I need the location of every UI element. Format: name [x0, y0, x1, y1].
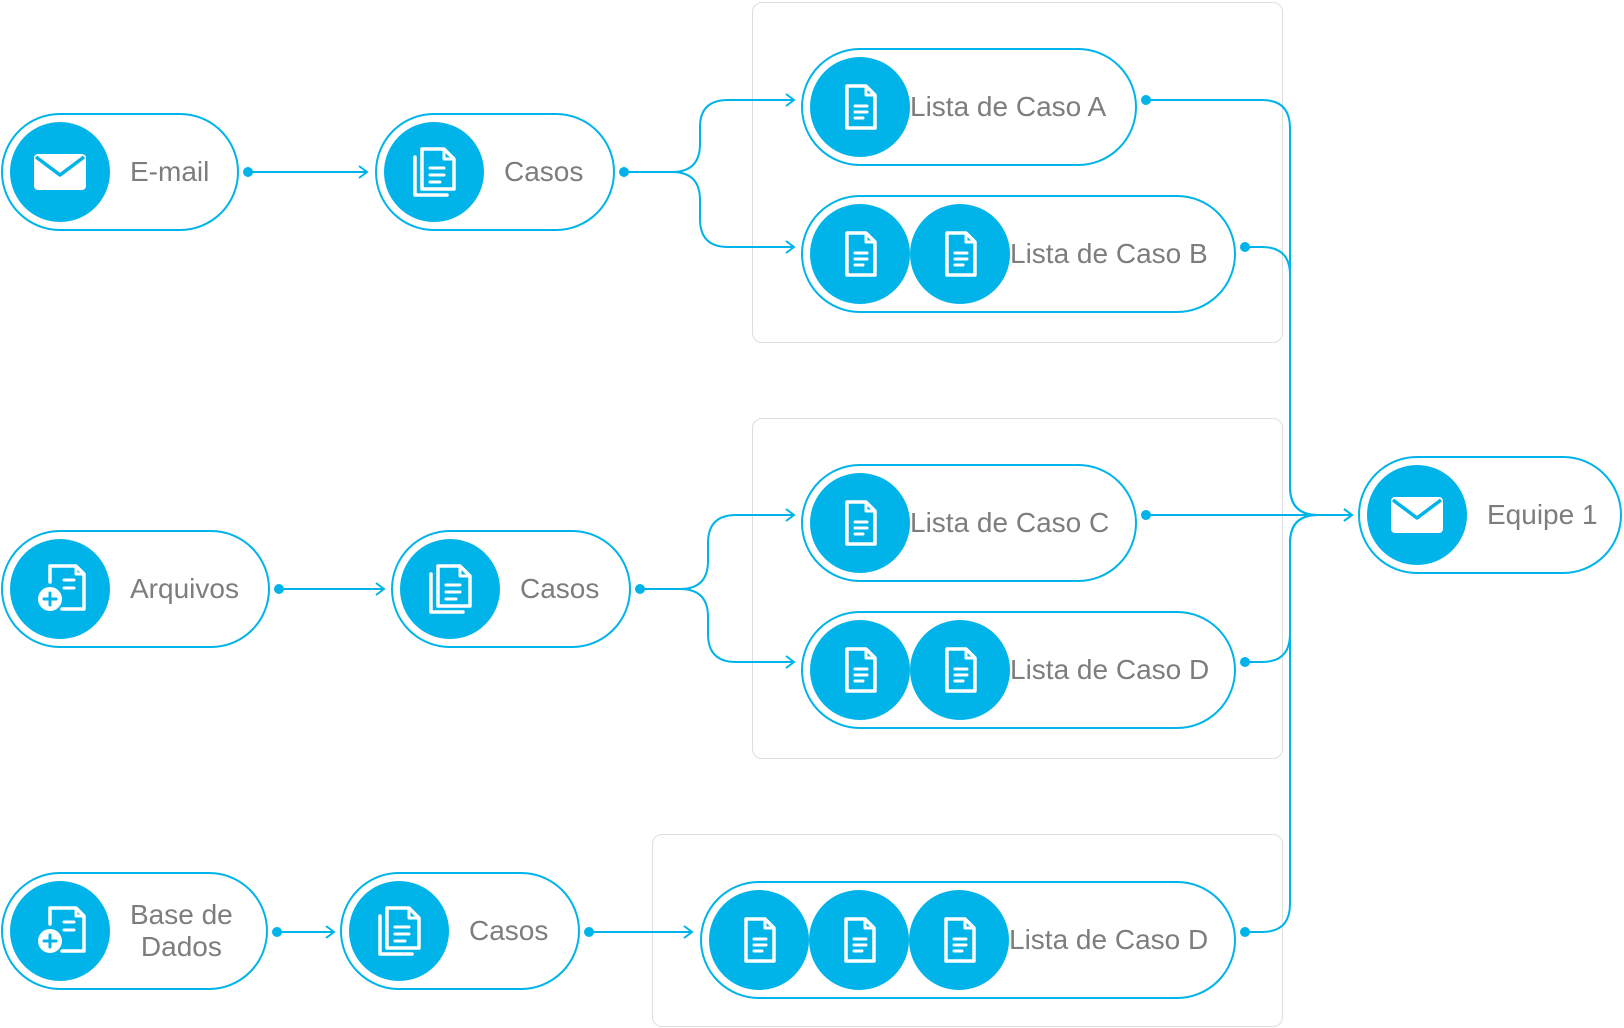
node-lista-d-3[interactable]: Lista de Caso D	[700, 881, 1236, 999]
port-dot	[1240, 242, 1250, 252]
node-email[interactable]: E-mail	[1, 113, 239, 231]
doc-circle	[810, 204, 910, 304]
doc-circle	[910, 204, 1010, 304]
node-lista-b[interactable]: Lista de Caso B	[801, 195, 1236, 313]
document-icon	[809, 890, 909, 990]
node-equipe-icon	[1367, 465, 1467, 565]
port-dot	[1240, 657, 1250, 667]
connector-casos-lista-c	[640, 508, 796, 590]
doc-circle	[709, 890, 809, 990]
node-arquivos[interactable]: Arquivos	[1, 530, 270, 648]
port-dot	[1141, 95, 1151, 105]
connector-casos-lista-b	[624, 171, 796, 254]
node-lista-a[interactable]: Lista de Caso A	[801, 48, 1137, 166]
document-icon	[709, 890, 809, 990]
envelope-icon	[1367, 465, 1467, 565]
file-add-icon	[10, 881, 110, 981]
document-icon	[810, 620, 910, 720]
node-casos-3[interactable]: Casos	[340, 872, 580, 990]
file-add-icon	[10, 539, 110, 639]
envelope-icon	[10, 122, 110, 222]
node-equipe-label: Equipe 1	[1487, 499, 1598, 530]
documents-stack-icon	[400, 539, 500, 639]
node-casos-label: Casos	[504, 156, 584, 187]
node-lista-c[interactable]: Lista de Caso C	[801, 464, 1137, 582]
node-casos-icon	[349, 881, 449, 981]
node-equipe-1[interactable]: Equipe 1	[1358, 456, 1622, 574]
node-arquivos-label: Arquivos	[130, 573, 239, 604]
port-dot	[243, 167, 253, 177]
node-arquivos-icon	[10, 539, 110, 639]
node-base-label: Base de Dados	[130, 874, 233, 988]
node-casos-2[interactable]: Casos	[391, 530, 631, 648]
node-base-de-dados[interactable]: Base de Dados	[1, 872, 268, 990]
node-casos-icon	[384, 122, 484, 222]
node-lista-d[interactable]: Lista de Caso D	[801, 611, 1236, 729]
node-lista-c-label: Lista de Caso C	[910, 507, 1110, 538]
node-casos-label: Casos	[520, 573, 600, 604]
node-lista-d-label: Lista de Caso D	[1010, 654, 1210, 685]
node-casos-icon	[400, 539, 500, 639]
node-lista-b-label: Lista de Caso B	[1010, 238, 1208, 269]
node-base-icon	[10, 881, 110, 981]
doc-circle	[909, 890, 1009, 990]
node-email-label: E-mail	[130, 156, 210, 187]
connector-casos-lista-a	[624, 93, 796, 173]
connector-casos-lista-d	[640, 588, 796, 669]
documents-stack-icon	[349, 881, 449, 981]
document-icon	[810, 204, 910, 304]
doc-circle	[810, 57, 910, 157]
port-dot	[619, 167, 629, 177]
doc-circle	[809, 890, 909, 990]
doc-circle	[910, 620, 1010, 720]
node-base-label-line2: Dados	[140, 931, 222, 962]
connector-lista-d3-equipe	[1245, 514, 1352, 933]
connector-lista-d-equipe	[1245, 514, 1352, 663]
group-box-lists-arquivos	[752, 418, 1283, 759]
node-casos-1[interactable]: Casos	[375, 113, 615, 231]
document-icon	[810, 473, 910, 573]
port-dot	[272, 927, 282, 937]
port-dot	[274, 584, 284, 594]
document-icon	[810, 57, 910, 157]
doc-circle	[810, 473, 910, 573]
node-base-label-line1: Base de	[130, 899, 233, 930]
connector-lista-b-equipe	[1245, 246, 1352, 516]
group-box-lists-base	[652, 834, 1283, 1027]
node-lista-a-label: Lista de Caso A	[910, 91, 1107, 122]
node-email-icon	[10, 122, 110, 222]
doc-circle	[810, 620, 910, 720]
node-casos-label: Casos	[469, 915, 549, 946]
node-lista-d-3-label: Lista de Caso D	[1009, 924, 1209, 955]
group-box-lists-email	[752, 2, 1283, 343]
documents-stack-icon	[384, 122, 484, 222]
document-icon	[909, 890, 1009, 990]
port-dot	[1141, 510, 1151, 520]
document-icon	[910, 204, 1010, 304]
port-dot	[584, 927, 594, 937]
port-dot	[1240, 927, 1250, 937]
port-dot	[635, 584, 645, 594]
document-icon	[910, 620, 1010, 720]
